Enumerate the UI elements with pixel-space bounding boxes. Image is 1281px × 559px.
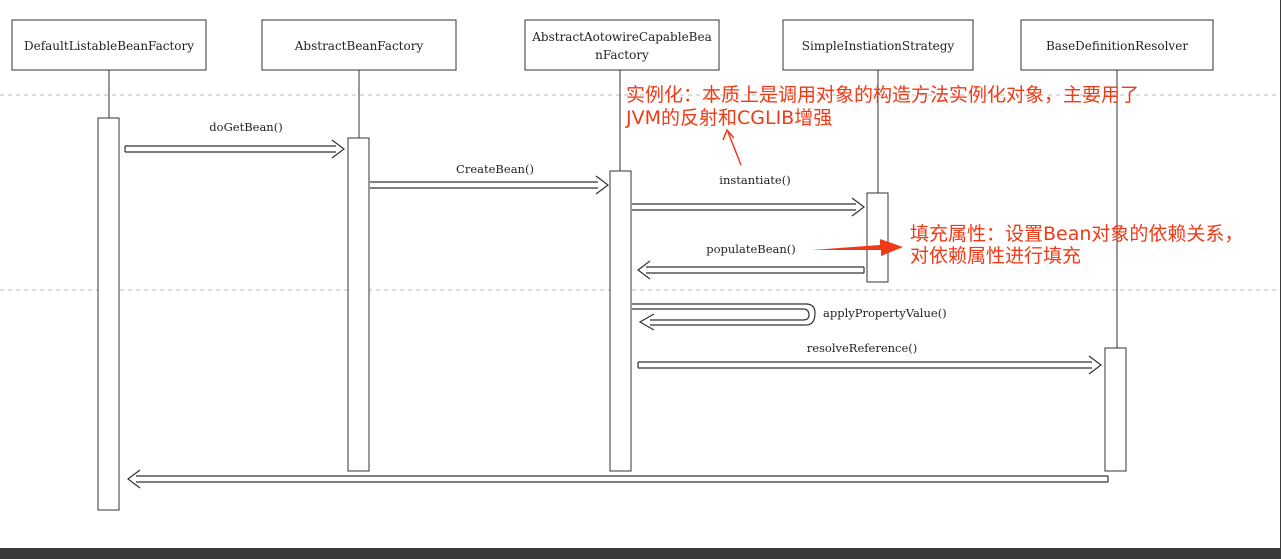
activation-bar	[347, 137, 370, 472]
participant-label: DefaultListableBeanFactory	[24, 39, 194, 53]
message-return[interactable]	[127, 469, 1109, 489]
participant-simpleinstiationstrategy[interactable]: SimpleInstiationStrategy	[782, 19, 974, 71]
note-line1: 实例化：本质上是调用对象的构造方法实例化对象，主要用了	[626, 84, 1139, 106]
message-resolvereference[interactable]: resolveReference()	[637, 341, 1102, 375]
participant-abstractbeanfactory[interactable]: AbstractBeanFactory	[261, 19, 457, 71]
message-applypropertyvalue[interactable]: applyPropertyValue()	[632, 303, 947, 331]
participant-abstractaotowirecapablebeanfactory[interactable]: AbstractAotowireCapableBea nFactory	[524, 19, 720, 71]
note-line2: JVM的反射和CGLIB增强	[625, 107, 832, 129]
message-createbean[interactable]: CreateBean()	[370, 162, 609, 195]
message-label: applyPropertyValue()	[823, 306, 947, 320]
participant-label-line1: AbstractAotowireCapableBea	[531, 30, 712, 44]
note-populate: 填充属性：设置Bean对象的依赖关系， 对依赖属性进行填充	[812, 223, 1243, 267]
note-line2: 对依赖属性进行填充	[910, 245, 1081, 267]
note-instantiation: 实例化：本质上是调用对象的构造方法实例化对象，主要用了 JVM的反射和CGLIB…	[625, 84, 1139, 166]
message-populatebean[interactable]: populateBean()	[637, 242, 865, 280]
participant-label-line2: nFactory	[595, 48, 649, 62]
message-label: instantiate()	[719, 173, 790, 187]
participant-basedefinitionresolver[interactable]: BaseDefinitionResolver	[1020, 19, 1214, 71]
activation-bar	[97, 117, 120, 511]
activation-bar	[866, 192, 889, 283]
activation-bar	[1104, 347, 1127, 472]
diagram-canvas	[0, 0, 1280, 548]
note-pointer-head	[722, 128, 735, 141]
activation-bar	[609, 170, 632, 472]
message-dogetbean[interactable]: doGetBean()	[124, 120, 345, 159]
message-label: CreateBean()	[456, 162, 534, 176]
note-line1: 填充属性：设置Bean对象的依赖关系，	[910, 223, 1243, 245]
participant-label: BaseDefinitionResolver	[1046, 39, 1188, 53]
participant-label: SimpleInstiationStrategy	[802, 39, 955, 53]
message-instantiate[interactable]: instantiate()	[632, 173, 865, 217]
message-label: resolveReference()	[807, 341, 918, 355]
participant-label: AbstractBeanFactory	[294, 39, 424, 53]
participant-defaultlistablebeanfactory[interactable]: DefaultListableBeanFactory	[11, 19, 207, 71]
message-label: populateBean()	[706, 242, 796, 256]
note-pointer	[727, 131, 742, 166]
note-pointer	[812, 239, 903, 256]
message-label: doGetBean()	[209, 120, 282, 134]
